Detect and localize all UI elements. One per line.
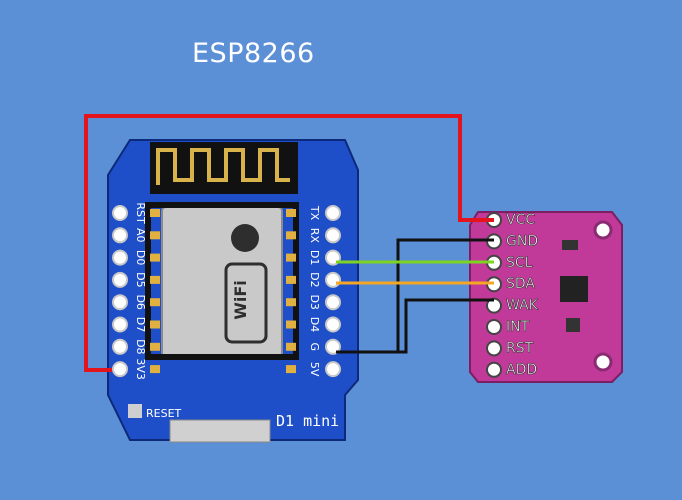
- esp-pin-label: D1: [308, 250, 321, 265]
- usb-port: [169, 419, 271, 443]
- reset-button[interactable]: [128, 404, 142, 418]
- module-pad: [286, 320, 296, 329]
- sensor-pin-rst: [486, 340, 502, 357]
- module-pad: [150, 209, 160, 217]
- wire-vcc: [84, 114, 494, 372]
- module-pad: [286, 365, 296, 374]
- module-pad: [150, 365, 160, 374]
- sensor-chip: [560, 276, 588, 302]
- sensor-pin-label: SDA: [506, 276, 535, 292]
- sensor-mount-hole: [593, 352, 613, 372]
- esp-pin-d6: [112, 294, 128, 311]
- esp-pin-label: D4: [308, 317, 321, 332]
- sensor-mount-hole: [593, 220, 613, 240]
- sensor-pin-label: RST: [506, 340, 534, 356]
- wifi-logo-text: WiFi: [231, 280, 250, 320]
- wires: [84, 114, 494, 372]
- esp-pin-5v: [325, 361, 341, 378]
- sensor-pin-int: [486, 319, 502, 335]
- esp-pin-label: RX: [308, 228, 321, 244]
- module-pad: [286, 253, 296, 262]
- esp-pin-label: G: [308, 343, 321, 352]
- module-pad: [286, 275, 296, 284]
- esp-pin-d5: [112, 271, 128, 288]
- module-pad: [150, 320, 160, 329]
- esp-pin-label: D0: [134, 250, 147, 265]
- board-name-label: D1 mini: [276, 412, 339, 430]
- module-pad: [150, 342, 160, 351]
- esp-pin-label: D7: [134, 317, 147, 332]
- sensor-component: [562, 240, 578, 250]
- esp-pin-label: D3: [308, 294, 321, 309]
- module-pad: [286, 209, 296, 217]
- esp-pin-label: D8: [134, 339, 147, 354]
- esp-pin-label: D5: [134, 272, 147, 287]
- antenna-trace: [156, 148, 290, 185]
- sensor-pin-label: ADD: [506, 362, 537, 378]
- sensor-pin-label: GND: [506, 233, 538, 249]
- esp-pin-label: 3V3: [134, 358, 147, 380]
- module-pad: [150, 253, 160, 262]
- esp-pin-label: D2: [308, 272, 321, 287]
- esp-pin-label: TX: [308, 205, 321, 221]
- esp-pin-label: 5V: [308, 362, 321, 377]
- esp-pin-d8: [112, 338, 128, 355]
- esp-pin-label: D6: [134, 294, 147, 309]
- wifi-logo-icon: [224, 262, 268, 344]
- esp-pin-rst: [112, 205, 128, 221]
- module-pad: [150, 231, 160, 240]
- wire-wak: [336, 298, 494, 354]
- module-pad: [286, 298, 296, 307]
- sensor-pin-header: VCC GND SCL SDA WAK INT RST ADD: [486, 212, 539, 378]
- esp-pin-d4: [325, 316, 341, 333]
- esp-module-shield: [161, 206, 283, 358]
- sensor-board: [469, 211, 623, 383]
- esp-pin-g: [325, 338, 341, 355]
- sensor-pin-label: VCC: [506, 212, 535, 228]
- module-pad: [150, 275, 160, 284]
- sensor-pin-label: INT: [506, 319, 530, 335]
- esp-pin-3v3: [112, 361, 128, 378]
- sensor-pin-label: WAK: [506, 298, 539, 314]
- esp-pin-d0: [112, 249, 128, 266]
- diagram-title: ESP8266: [192, 38, 315, 69]
- sensor-pin-label: SCL: [506, 255, 533, 271]
- esp-pin-d7: [112, 316, 128, 333]
- espressif-logo: [231, 224, 259, 252]
- esp-pin-label: A0: [134, 228, 147, 243]
- module-pad: [286, 342, 296, 351]
- esp-pin-rx: [325, 227, 341, 244]
- esp-pin-label: RST: [134, 202, 147, 224]
- esp-pin-tx: [325, 205, 341, 221]
- sensor-pin-add: [486, 361, 502, 378]
- sensor-component: [566, 318, 580, 332]
- module-pad: [286, 231, 296, 240]
- reset-label: RESET: [146, 407, 182, 420]
- esp-pin-a0: [112, 227, 128, 244]
- esp-pin-d3: [325, 294, 341, 311]
- module-pad: [150, 298, 160, 307]
- esp-pin-d2: [325, 271, 341, 288]
